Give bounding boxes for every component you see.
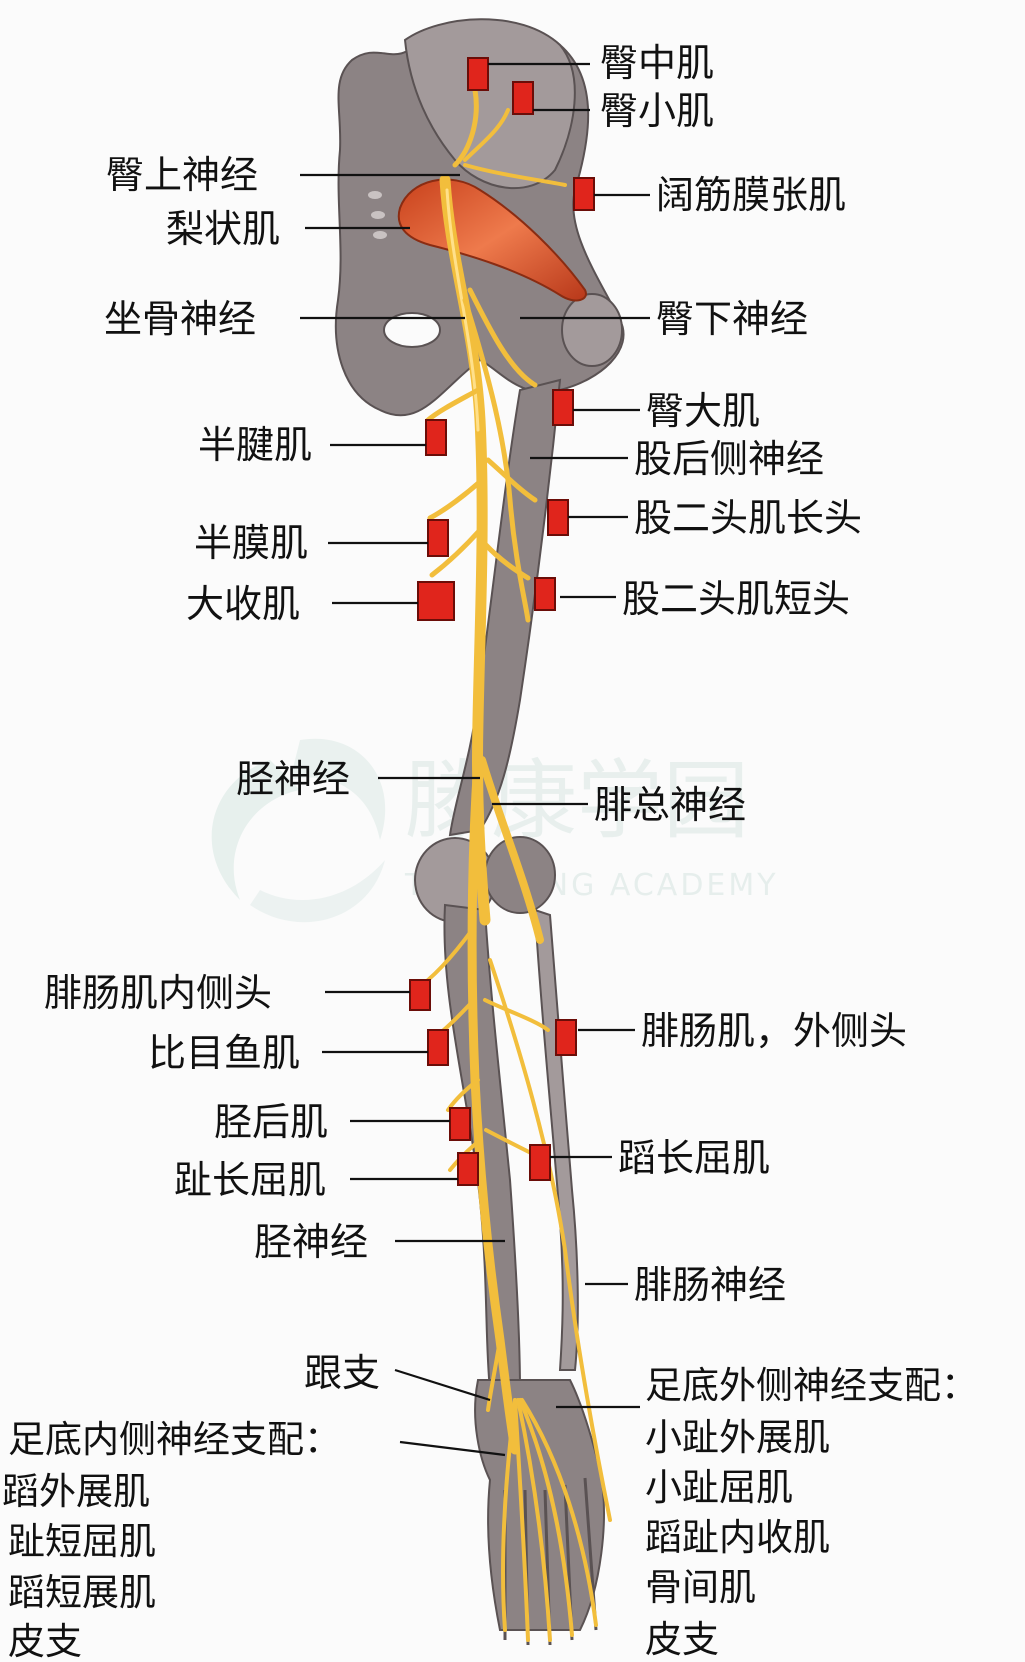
muscle-markers: [409, 57, 595, 1186]
marker-gluteus-medius: [467, 57, 489, 91]
label-lateral-plantar-title: 足底外侧神经支配：: [645, 1364, 978, 1407]
label-gastrocnemius-lateral-head: 腓肠肌，外侧头: [641, 1009, 907, 1053]
label-soleus: 比目鱼肌: [148, 1031, 300, 1075]
label-sural-nerve: 腓肠神经: [634, 1263, 786, 1307]
label-lateral-plantar-item: 小趾屈肌: [645, 1466, 793, 1509]
marker-adductor-magnus: [417, 581, 455, 621]
label-medial-plantar-item: 趾短屈肌: [8, 1520, 156, 1563]
label-adductor-magnus: 大收肌: [186, 582, 300, 626]
marker-gluteus-maximus: [552, 389, 574, 426]
marker-gluteus-minimus: [512, 81, 534, 115]
marker-tensor-fasciae-latae: [573, 177, 595, 211]
label-flexor-hallucis-longus: 蹈长屈肌: [618, 1136, 770, 1180]
label-piriformis: 梨状肌: [166, 207, 280, 251]
label-gluteus-medius: 臀中肌: [600, 41, 714, 85]
label-semimembranosus: 半膜肌: [194, 521, 308, 565]
label-medial-plantar-title: 足底内侧神经支配：: [8, 1418, 341, 1461]
marker-gastrocnemius-lateral: [555, 1019, 577, 1056]
nerve-tree: [413, 87, 612, 1642]
label-inferior-gluteal-nerve: 臀下神经: [656, 297, 808, 341]
tibia-fibula-bones: [443, 903, 579, 1391]
marker-gastrocnemius-medial: [409, 979, 431, 1011]
marker-flexor-digitorum-longus: [457, 1152, 479, 1186]
marker-flexor-hallucis-longus: [529, 1144, 551, 1181]
label-lateral-plantar-item: 小趾外展肌: [645, 1416, 830, 1459]
watermark-logo-icon: [211, 738, 386, 923]
leader-lines: [300, 62, 650, 1457]
label-lateral-plantar-item: 蹈趾内收肌: [645, 1516, 830, 1559]
label-medial-plantar-item: 蹈短展肌: [8, 1571, 156, 1614]
label-calcaneal-branch: 跟支: [304, 1351, 380, 1395]
marker-semitendinosus: [425, 419, 447, 456]
label-tibial-nerve-lower: 胫神经: [254, 1220, 368, 1264]
label-tibial-nerve-upper: 胫神经: [236, 757, 350, 801]
foot-bones: [474, 1379, 605, 1646]
labels: 臀中肌 臀小肌 臀上神经 阔筋膜张肌 梨状肌 坐骨神经 臀下神经 臀大肌 半腱肌…: [2, 41, 978, 1662]
label-superior-gluteal-nerve: 臀上神经: [106, 153, 258, 197]
label-medial-plantar-item: 蹈外展肌: [2, 1470, 150, 1513]
label-gastrocnemius-medial-head: 腓肠肌内侧头: [44, 971, 272, 1015]
label-lateral-plantar-item: 骨间肌: [645, 1566, 756, 1609]
label-biceps-short-head: 股二头肌短头: [622, 577, 850, 621]
label-lateral-plantar-item: 皮支: [645, 1618, 719, 1661]
label-tibialis-posterior: 胫后肌: [214, 1100, 328, 1144]
label-posterior-femoral-cutaneous-nerve: 股后侧神经: [634, 437, 824, 481]
label-sciatic-nerve: 坐骨神经: [104, 297, 256, 341]
marker-biceps-long-head: [547, 499, 569, 536]
label-gluteus-minimus: 臀小肌: [600, 89, 714, 133]
label-common-peroneal-nerve: 腓总神经: [594, 783, 746, 827]
marker-biceps-short-head: [534, 577, 556, 611]
label-semitendinosus: 半腱肌: [198, 423, 312, 467]
marker-tibialis-posterior: [449, 1107, 471, 1141]
label-biceps-long-head: 股二头肌长头: [634, 496, 862, 540]
label-tensor-fasciae-latae: 阔筋膜张肌: [656, 173, 846, 217]
label-medial-plantar-item: 皮支: [8, 1620, 82, 1662]
marker-soleus: [427, 1029, 449, 1066]
marker-semimembranosus: [427, 519, 449, 557]
label-gluteus-maximus: 臀大肌: [646, 389, 760, 433]
label-flexor-digitorum-longus: 趾长屈肌: [174, 1158, 326, 1202]
